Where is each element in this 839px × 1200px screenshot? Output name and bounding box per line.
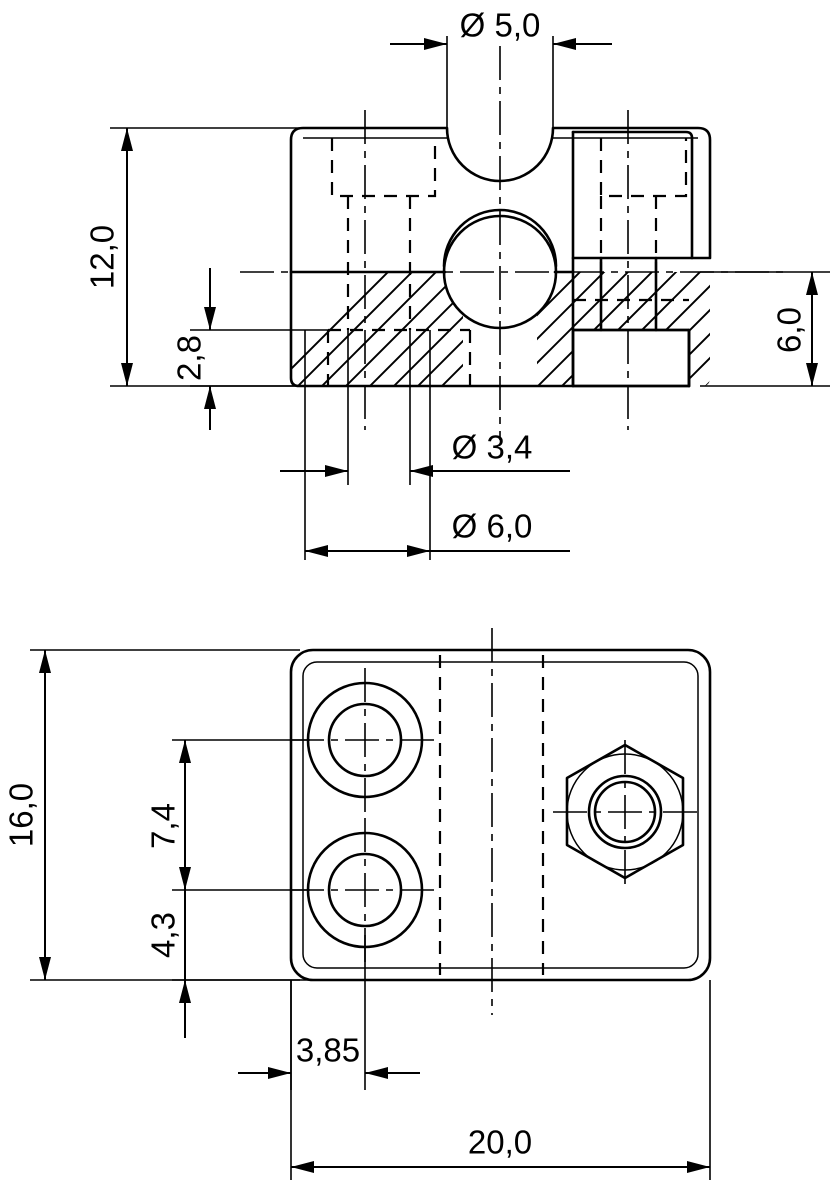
dimension-plan-7-4: 7,4 xyxy=(145,739,310,891)
plan-nut-bore-outer xyxy=(587,774,663,850)
dim-label-diameter-6: Ø 6,0 xyxy=(452,508,533,545)
bore-upper-arc xyxy=(442,208,558,268)
dimension-height-6: 6,0 xyxy=(700,271,830,387)
dimension-plan-3-85: 3,85 xyxy=(238,935,420,1090)
dimension-plan-4-3: 4,3 xyxy=(145,890,310,1038)
left-counterbore-hidden-lines xyxy=(326,138,472,386)
nut-pocket-rect xyxy=(571,328,691,388)
plan-body-outline xyxy=(289,648,712,982)
dim-label-plan-4-3: 4,3 xyxy=(145,912,182,958)
plan-body-chamfer xyxy=(302,661,699,969)
dim-label-height-12: 12,0 xyxy=(84,225,121,289)
dimension-diameter-6: Ø 6,0 xyxy=(304,330,570,560)
dimension-height-12: 12,0 xyxy=(84,127,300,387)
dim-label-diameter-5: Ø 5,0 xyxy=(460,7,541,44)
plan-view: 16,0 7,4 4,3 3,85 xyxy=(3,628,712,1180)
dimension-height-2-8: 2,8 xyxy=(171,268,330,430)
dim-label-height-6: 6,0 xyxy=(771,307,808,353)
screw-shank-lines xyxy=(599,256,658,332)
dim-label-plan-7-4: 7,4 xyxy=(145,803,182,849)
dimension-diameter-5: Ø 5,0 xyxy=(390,7,612,130)
dimension-plan-height-16: 16,0 xyxy=(3,649,300,981)
dim-label-plan-width-20: 20,0 xyxy=(468,1124,532,1161)
dim-label-plan-3-85: 3,85 xyxy=(296,1032,360,1069)
dim-label-plan-height-16: 16,0 xyxy=(3,783,40,847)
right-screw-hidden-lines xyxy=(573,138,689,302)
dim-label-height-2-8: 2,8 xyxy=(171,335,208,381)
dim-label-diameter-3-4: Ø 3,4 xyxy=(452,429,533,466)
dimension-diameter-3-4: Ø 3,4 xyxy=(280,330,570,485)
dimension-plan-width-20: 20,0 xyxy=(290,980,711,1180)
cross-section-view: Ø 5,0 12,0 2,8 6,0 xyxy=(84,7,830,560)
right-arm-inner xyxy=(571,130,694,260)
